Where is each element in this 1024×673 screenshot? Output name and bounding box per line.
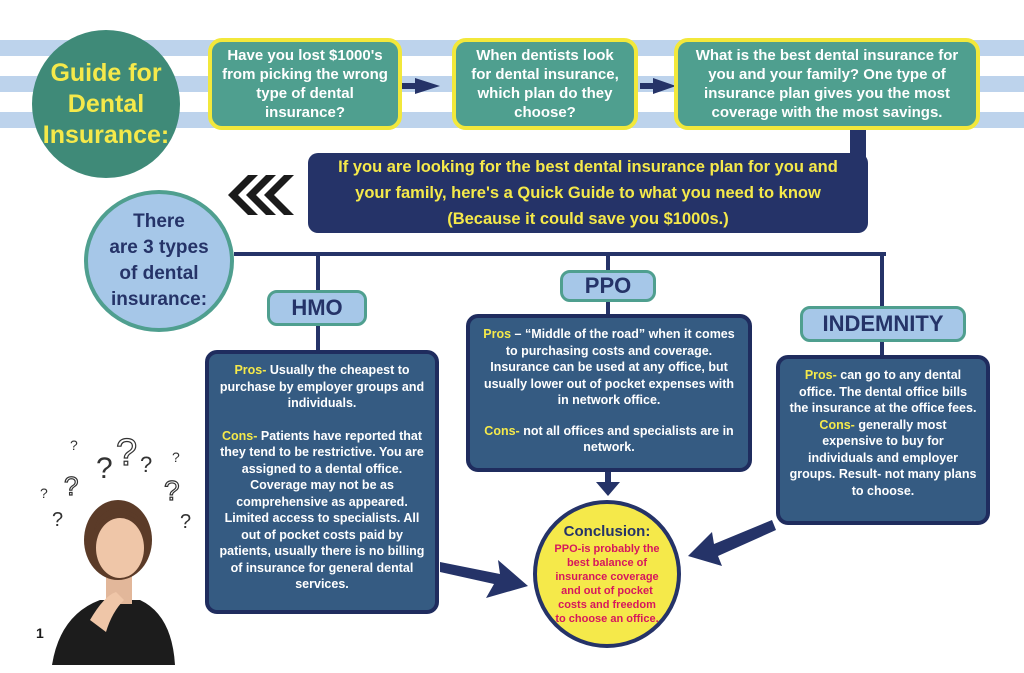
arrow-q2-q3-shaft — [640, 83, 654, 89]
question-mark-icon: ? — [180, 511, 191, 533]
question-box-dentists-choice: When dentists look for dental insurance,… — [452, 38, 638, 130]
indemnity-cons: Cons- generally most expensive to buy fo… — [788, 417, 978, 500]
question-box-lost-money: Have you lost $1000's from picking the w… — [208, 38, 402, 130]
guide-title-line: Dental — [67, 89, 145, 118]
question-mark-icon: ? — [172, 449, 180, 465]
question-text: What is the best dental insurance for yo… — [695, 47, 959, 121]
tree-horizontal-line — [234, 252, 886, 256]
types-intro-line: are 3 types — [109, 237, 209, 258]
quick-guide-text: If you are looking for the best dental i… — [338, 158, 838, 228]
tree-line-ppo-box — [606, 300, 610, 314]
types-intro-line: insurance: — [110, 289, 208, 310]
hmo-label-text: HMO — [291, 295, 343, 320]
arrow-q2-q3 — [653, 78, 676, 94]
ppo-label: PPO — [560, 270, 656, 302]
indemnity-cons-label: Cons- — [819, 417, 855, 432]
ppo-cons-label: Cons- — [484, 423, 520, 438]
hmo-label: HMO — [267, 290, 367, 326]
tree-line-indemnity — [880, 252, 884, 308]
chevron-left-icon — [228, 175, 258, 215]
indemnity-pros: Pros- can go to any dental office. The d… — [788, 367, 978, 417]
arrow-q1-q2 — [415, 78, 440, 94]
hmo-cons: Cons- Patients have reported that they t… — [217, 428, 427, 593]
question-mark-icon: ? — [140, 452, 152, 477]
tree-line-hmo — [316, 252, 320, 292]
ppo-cons-text: not all offices and specialists are in n… — [523, 423, 734, 455]
hmo-info-box: Pros- Usually the cheapest to purchase b… — [205, 350, 439, 614]
question-mark-icon: ? — [164, 475, 180, 506]
question-mark-icon: ? — [52, 509, 63, 531]
question-mark-icon: ? — [70, 437, 78, 453]
hmo-pros-text: Usually the cheapest to purchase by empl… — [219, 363, 425, 410]
indemnity-info-box: Pros- can go to any dental office. The d… — [776, 355, 990, 525]
hmo-pros: Pros- Usually the cheapest to purchase b… — [217, 362, 427, 412]
conclusion-circle: Conclusion: PPO-is probably the best bal… — [533, 500, 681, 648]
question-mark-icon: ? — [64, 471, 78, 501]
conclusion-text: PPO-is probably the best balance of insu… — [554, 542, 660, 625]
question-mark-icon: ? — [96, 452, 113, 485]
guide-title: Guide for Dental Insurance: — [32, 30, 180, 178]
ppo-pros: Pros – “Middle of the road” when it come… — [478, 326, 740, 409]
types-intro-line: There — [133, 211, 185, 232]
connector-q3-guide — [850, 130, 866, 160]
types-intro-circle: There are 3 types of dental insurance: — [84, 190, 234, 332]
chevron-left-icon — [246, 175, 276, 215]
arrow-indemnity-conclusion — [688, 520, 776, 566]
page-number: 1 — [36, 625, 44, 641]
thinking-woman-illustration — [52, 500, 175, 665]
types-intro-line: of dental — [119, 263, 199, 284]
hmo-cons-text: Patients have reported that they tend to… — [219, 428, 425, 592]
guide-title-line: Insurance: — [42, 120, 170, 149]
question-mark-icon: ? — [40, 485, 48, 501]
ppo-pros-label: Pros — [483, 327, 512, 341]
arrow-ppo-conclusion — [596, 482, 620, 496]
tree-line-ppo — [606, 252, 610, 272]
indemnity-pros-text: can go to any dental office. The dental … — [789, 368, 977, 415]
tree-line-hmo-box — [316, 326, 320, 350]
question-text: When dentists look for dental insurance,… — [471, 47, 619, 121]
question-mark-icon: ? — [116, 432, 137, 474]
question-text: Have you lost $1000's from picking the w… — [222, 47, 388, 121]
indemnity-label-text: INDEMNITY — [822, 311, 944, 336]
hmo-pros-label: Pros- — [234, 363, 267, 377]
indemnity-pros-label: Pros- — [804, 368, 837, 382]
hmo-cons-label: Cons- — [221, 428, 258, 443]
ppo-cons: Cons- not all offices and specialists ar… — [478, 423, 740, 456]
arrow-ppo-conclusion-shaft — [605, 470, 611, 484]
conclusion-title: Conclusion: — [563, 522, 651, 540]
chevron-left-icon — [264, 175, 294, 215]
indemnity-cons-text: generally most expensive to buy for indi… — [789, 417, 977, 498]
quick-guide-banner: If you are looking for the best dental i… — [308, 153, 868, 233]
ppo-pros-text: – “Middle of the road” when it comes to … — [483, 327, 735, 407]
indemnity-label: INDEMNITY — [800, 306, 966, 342]
arrow-hmo-conclusion — [440, 560, 528, 598]
ppo-info-box: Pros – “Middle of the road” when it come… — [466, 314, 752, 472]
guide-title-line: Guide for — [50, 58, 162, 87]
tree-line-indemnity-box — [880, 340, 884, 356]
arrow-q1-q2-shaft — [402, 83, 416, 89]
question-box-best-plan: What is the best dental insurance for yo… — [674, 38, 980, 130]
ppo-label-text: PPO — [584, 273, 632, 298]
